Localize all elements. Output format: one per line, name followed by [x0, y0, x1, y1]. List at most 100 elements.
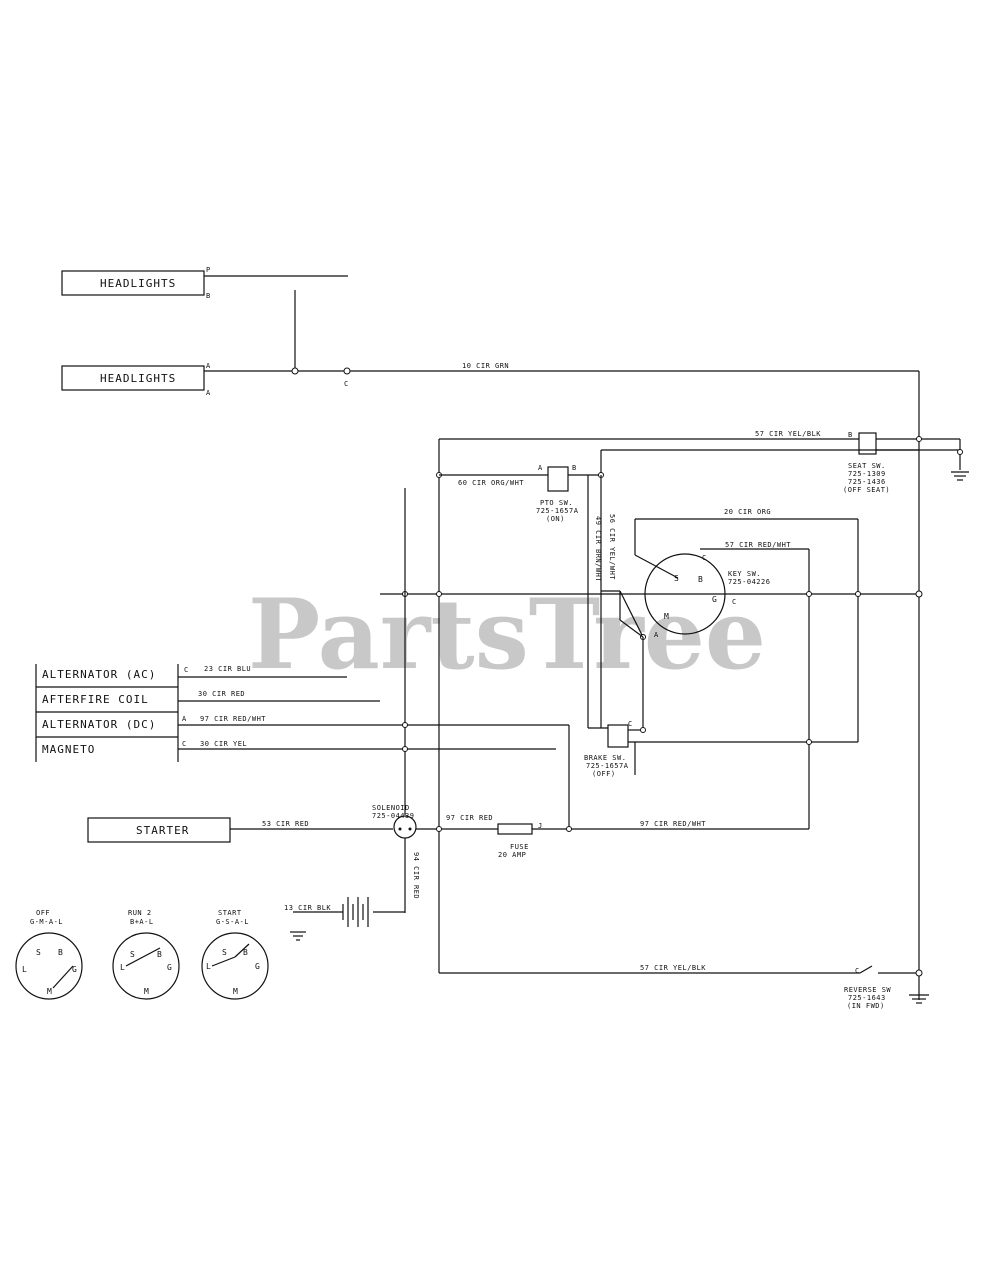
key-terminal-g-label: G [712, 595, 717, 604]
key-run-b: B [157, 950, 162, 959]
pto-sw-state: (ON) [546, 515, 565, 523]
key-terminal-s-label: S [674, 574, 679, 583]
headlights-bottom-label: HEADLIGHTS [100, 372, 176, 385]
terminal-p-label: P [206, 266, 211, 274]
wire-94-red-label: 94 CIR RED [412, 852, 420, 899]
key-terminal-m-label: M [664, 612, 669, 621]
solenoid-name: SOLENOID [372, 804, 410, 812]
seat-switch: 57 CIR YEL/BLK B SEAT SW. 725-1309 725-1… [438, 430, 969, 973]
fuse-name: FUSE [510, 843, 529, 851]
reverse-sw-state: (IN FWD) [847, 1002, 885, 1010]
key-terminal-a-label: A [654, 631, 659, 639]
key-start-title: START [218, 909, 242, 917]
starter-label: STARTER [136, 824, 189, 837]
seat-sw-state: (OFF SEAT) [843, 486, 890, 494]
key-sw-part: 725-04226 [728, 578, 770, 586]
solenoid-part: 725-04439 [372, 812, 414, 820]
pto-sw-part: 725-1657A [536, 507, 579, 515]
terminal-b-label: B [206, 292, 211, 300]
pto-to-brake-wires: 49 CIR BRN/WHT 56 CIR YEL/WHT [587, 475, 644, 728]
wire-97-red-wht-left-label: 97 CIR RED/WHT [200, 715, 266, 723]
fuse-rating: 20 AMP [498, 851, 526, 859]
wire-30-red-label: 30 CIR RED [198, 690, 245, 698]
key-run-m: M [144, 987, 149, 996]
seat-sw-name: SEAT SW. [848, 462, 886, 470]
key-position-start: START G-S-A-L S B L G M [201, 909, 269, 1000]
wire-23-blu-label: 23 CIR BLU [204, 665, 251, 673]
reverse-sw-part: 725-1643 [848, 994, 886, 1002]
reverse-terminal-c: C [855, 967, 860, 975]
reverse-switch: 57 CIR YEL/BLK C REVERSE SW 725-1643 (IN… [439, 964, 929, 1010]
key-run-code: B+A-L [130, 918, 154, 926]
key-start-g: G [255, 962, 260, 971]
wire-97-red-wht-bottom-label: 97 CIR RED/WHT [640, 820, 706, 828]
watermark: PartsTree [248, 578, 766, 691]
brake-terminal-c-label: C [628, 720, 633, 728]
wire-56-yel-wht-label: 56 CIR YEL/WHT [608, 514, 616, 580]
key-terminal-b-label: B [698, 575, 703, 584]
reverse-sw-name: REVERSE SW [844, 986, 891, 994]
wire-13-blk-label: 13 CIR BLK [284, 904, 331, 912]
key-terminal-c2-label: C [732, 598, 737, 606]
pto-terminal-b-label: B [572, 464, 577, 472]
seat-terminal-b-label: B [848, 431, 853, 439]
headlights-bottom-component: HEADLIGHTS A A [61, 362, 211, 397]
alternator-ac-label: ALTERNATOR (AC) [42, 668, 156, 681]
key-off-s: S [36, 948, 41, 957]
key-start-s: S [222, 948, 227, 957]
magneto-terminal-c: C [182, 740, 187, 748]
terminal-a-label: A [206, 362, 211, 370]
wire-30-yel-label: 30 CIR YEL [200, 740, 247, 748]
wire-97-red-fuse-label: 97 CIR RED [446, 814, 493, 822]
fuse-terminal-j: J [538, 822, 543, 830]
wire-49-brn-wht-label: 49 CIR BRN/WHT [594, 516, 602, 582]
key-run-g: G [167, 963, 172, 972]
key-start-b: B [243, 948, 248, 957]
wire-53-red-label: 53 CIR RED [262, 820, 309, 828]
terminal-a2-label: A [206, 389, 211, 397]
key-off-m: M [47, 987, 52, 996]
key-start-code: G-S-A-L [216, 918, 249, 926]
key-off-g: G [72, 965, 77, 974]
key-run-title: RUN 2 [128, 909, 152, 917]
brake-sw-name: BRAKE SW. [584, 754, 626, 762]
seat-sw-part2: 725-1436 [848, 478, 886, 486]
wire-57-yel-blk-bottom-label: 57 CIR YEL/BLK [640, 964, 706, 972]
wire-20-org-label: 20 CIR ORG [724, 508, 771, 516]
key-sw-name: KEY SW. [728, 570, 761, 578]
alt-ac-terminal-c: C [184, 666, 189, 674]
battery: 13 CIR BLK [284, 897, 405, 941]
key-start-l: L [206, 962, 211, 971]
alternator-dc-label: ALTERNATOR (DC) [42, 718, 156, 731]
key-position-run: RUN 2 B+A-L S B L G M [112, 909, 180, 1000]
afterfire-coil-label: AFTERFIRE COIL [42, 693, 149, 706]
solenoid-symbol [393, 815, 417, 839]
key-position-off: OFF G-M-A-L S B L G M [15, 909, 83, 1000]
brake-sw-state: (OFF) [592, 770, 616, 778]
key-off-code: G-M-A-L [30, 918, 63, 926]
key-terminal-c-label: C [702, 554, 707, 562]
wire-57-red-wht-top-label: 57 CIR RED/WHT [725, 541, 791, 549]
key-off-title: OFF [36, 909, 50, 917]
key-switch: S B C G C M A KEY SW. 725-04226 20 CIR O… [380, 508, 923, 829]
headlight-wiring: C 10 CIR GRN [204, 275, 920, 1000]
pto-terminal-a-label: A [538, 464, 543, 472]
key-run-s: S [130, 950, 135, 959]
alt-dc-terminal-a: A [182, 715, 187, 723]
key-off-b: B [58, 948, 63, 957]
headlights-top-label: HEADLIGHTS [100, 277, 176, 290]
connector-c-label: C [344, 380, 349, 388]
engine-components-block: ALTERNATOR (AC) AFTERFIRE COIL ALTERNATO… [35, 664, 570, 829]
pto-sw-name: PTO SW. [540, 499, 573, 507]
headlights-top-component: HEADLIGHTS P B [61, 266, 211, 300]
key-start-m: M [233, 987, 238, 996]
brake-sw-part: 725-1657A [586, 762, 629, 770]
seat-sw-part1: 725-1309 [848, 470, 886, 478]
wire-60-org-wht-label: 60 CIR ORG/WHT [458, 479, 524, 487]
key-run-l: L [120, 963, 125, 972]
pto-switch: 60 CIR ORG/WHT A B PTO SW. 725-1657A (ON… [436, 449, 919, 523]
key-off-l: L [22, 965, 27, 974]
wire-10-grn-label: 10 CIR GRN [462, 362, 509, 370]
magneto-label: MAGNETO [42, 743, 95, 756]
